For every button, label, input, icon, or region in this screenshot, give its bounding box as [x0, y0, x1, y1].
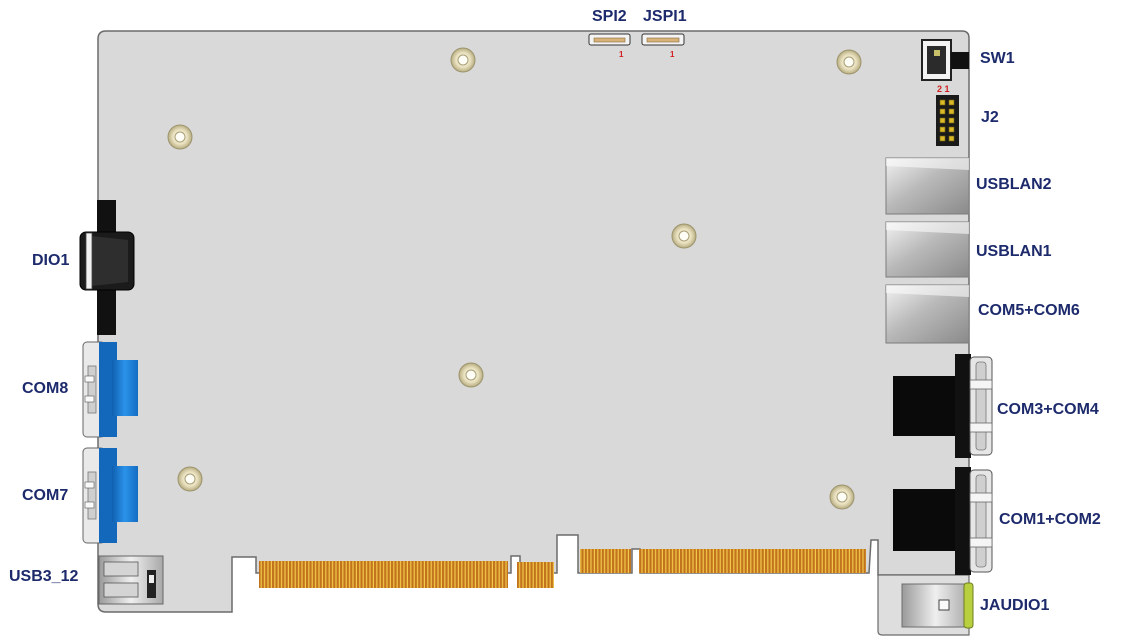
com8-label: COM8	[22, 380, 69, 397]
usblan2-label: USBLAN2	[976, 176, 1052, 193]
mounting-hole-icon	[450, 47, 476, 73]
jspi1-label: JSPI1	[643, 8, 687, 25]
com1-com2-label: COM1+COM2	[999, 511, 1101, 528]
gold-finger-1	[259, 561, 508, 588]
j2-header	[936, 95, 959, 146]
jspi1-header	[641, 33, 685, 46]
sw1-label: SW1	[980, 50, 1015, 67]
usblan1-port	[885, 221, 970, 278]
gold-finger-2	[517, 562, 554, 588]
usblan2-port	[885, 157, 970, 215]
j2-pin-markers: 2 1	[937, 84, 950, 94]
mounting-hole-icon	[829, 484, 855, 510]
usb3-12-label: USB3_12	[9, 568, 79, 585]
j2-label: J2	[981, 109, 999, 126]
com1-com2-connector	[893, 467, 993, 575]
usblan1-label: USBLAN1	[976, 243, 1052, 260]
com3-com4-label: COM3+COM4	[997, 401, 1099, 418]
jaudio1-jack	[901, 582, 974, 629]
dio1-connector	[79, 200, 135, 335]
board-pcb	[97, 30, 970, 613]
usb3-12-connector	[98, 555, 164, 605]
mounting-hole-icon	[167, 124, 193, 150]
com8-connector	[82, 341, 138, 438]
com5-com6-label: COM5+COM6	[978, 302, 1080, 319]
mounting-hole-icon	[836, 49, 862, 75]
com5-com6-port	[885, 284, 970, 344]
sw1-switch	[921, 39, 969, 81]
gold-finger-4	[639, 549, 866, 573]
com7-connector	[82, 447, 138, 544]
jaudio1-label: JAUDIO1	[980, 597, 1050, 614]
mounting-hole-icon	[671, 223, 697, 249]
mounting-hole-icon	[458, 362, 484, 388]
jspi1-pin1-marker: 1	[670, 50, 675, 59]
spi2-header	[588, 33, 631, 46]
mounting-hole-icon	[177, 466, 203, 492]
com3-com4-connector	[893, 354, 993, 458]
dio1-label: DIO1	[32, 252, 70, 269]
com7-label: COM7	[22, 487, 69, 504]
spi2-pin1-marker: 1	[619, 50, 624, 59]
spi2-label: SPI2	[592, 8, 627, 25]
gold-finger-3	[580, 549, 631, 573]
